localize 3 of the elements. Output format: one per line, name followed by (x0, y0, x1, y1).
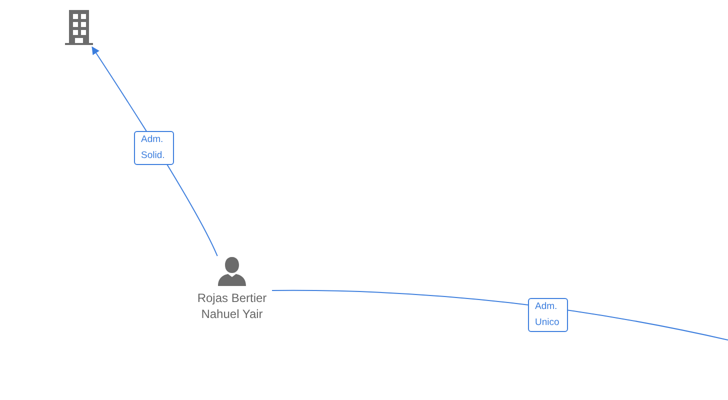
person-name: Rojas Bertier Nahuel Yair (196, 290, 268, 322)
edge-label: Adm. Unico (528, 298, 568, 332)
edge-label: Adm. Solid. (134, 131, 174, 165)
